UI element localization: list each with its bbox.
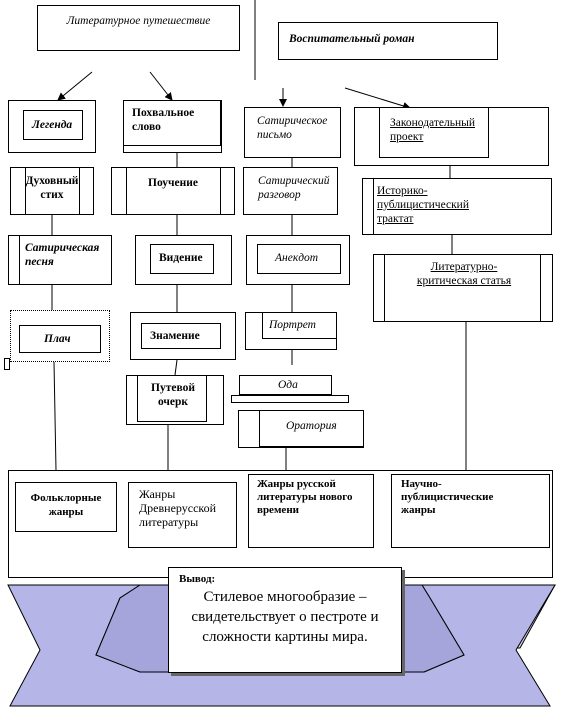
node-satirical-song-label: Сатирическая песня — [25, 242, 100, 268]
node-old-russian-label: Жанры Древнерусской литературы — [139, 487, 217, 529]
node-vision: Видение — [135, 235, 232, 285]
node-lament-label: Плач — [44, 333, 71, 345]
node-ode: Ода — [239, 375, 332, 395]
arrow-to-legislative — [344, 87, 411, 110]
node-critical-article-label: Литературно-критическая статья — [416, 261, 512, 287]
node-new-russian: Жанры русской литературы нового времени — [248, 474, 374, 548]
node-educational-novel: Воспитательный роман — [278, 22, 498, 60]
arrow-to-praise — [149, 71, 173, 101]
node-praise-inner: Похвальное слово — [124, 101, 221, 146]
node-critical-article: Литературно-критическая статья — [373, 254, 553, 322]
node-oratorio-inner: Оратория — [259, 411, 363, 447]
node-travel: Литературное путешествие — [37, 5, 240, 51]
node-teaching-label: Поучение — [148, 177, 198, 189]
conclusion-text: Стилевое многообразие – свидетельствует … — [191, 589, 379, 645]
node-folklore-label: Фольклорные жанры — [30, 492, 102, 518]
node-legend-label: Легенда — [32, 119, 73, 131]
node-teaching: Поучение — [111, 167, 235, 215]
node-folklore: Фольклорные жанры — [15, 482, 117, 532]
node-spiritual-verse: Духовный стих — [10, 167, 94, 215]
node-portrait-label: Портрет — [269, 319, 316, 331]
node-historical-treatise-label: Историко-публицистический трактат — [377, 185, 469, 225]
node-satirical-conversation-label: Сатирический разговор — [258, 175, 330, 201]
node-legislative-project-inner: Законодательный проект — [379, 108, 489, 158]
node-sign: Знамение — [130, 312, 236, 360]
node-portrait: Портрет — [245, 312, 337, 350]
node-spiritual-verse-label: Духовный стих — [25, 175, 79, 201]
arrow-to-legend — [57, 71, 93, 101]
node-legend-inner: Легенда — [23, 110, 83, 140]
node-travel-label: Литературное путешествие — [66, 15, 211, 27]
node-lament-inner: Плач — [19, 325, 101, 353]
conclusion-box: Вывод: Стилевое многообразие – свидетель… — [168, 567, 402, 673]
node-travel-essay: Путевой очерк — [126, 375, 224, 425]
node-vision-inner: Видение — [150, 244, 214, 274]
node-historical-treatise: Историко-публицистический трактат — [362, 178, 552, 235]
node-legend: Легенда — [8, 100, 96, 153]
node-lament: Плач — [10, 310, 110, 362]
node-oratorio: Оратория — [238, 410, 364, 448]
node-praise: Похвальное слово — [123, 100, 222, 153]
conclusion-label: Вывод: — [179, 573, 216, 585]
node-educational-novel-label: Воспитательный роман — [289, 33, 415, 45]
node-sign-label: Знамение — [150, 330, 200, 342]
node-legislative-project-label: Законодательный проект — [390, 117, 475, 143]
node-old-russian: Жанры Древнерусской литературы — [128, 482, 237, 548]
node-portrait-inner: Портрет — [262, 313, 336, 339]
node-satirical-conversation: Сатирический разговор — [243, 167, 338, 215]
node-anecdote-inner: Анекдот — [257, 244, 341, 274]
node-anecdote-label: Анекдот — [275, 252, 319, 264]
node-scientific: Научно-публицистические жанры — [391, 474, 550, 548]
node-satirical-letter: Сатирическое письмо — [244, 107, 341, 158]
node-legislative-project: Законодательный проект — [354, 107, 549, 166]
node-anecdote: Анекдот — [246, 235, 350, 285]
node-vision-label: Видение — [159, 252, 203, 264]
node-new-russian-label: Жанры русской литературы нового времени — [257, 478, 353, 516]
node-praise-label: Похвальное слово — [132, 107, 195, 133]
node-satirical-song: Сатирическая песня — [8, 235, 112, 285]
node-travel-essay-label: Путевой очерк — [151, 382, 195, 408]
node-ode-label: Ода — [278, 379, 298, 391]
node-satirical-letter-label: Сатирическое письмо — [257, 115, 328, 141]
node-travel-essay-inner: Путевой очерк — [137, 376, 207, 422]
node-scientific-label: Научно-публицистические жанры — [401, 478, 494, 516]
node-sign-inner: Знамение — [141, 323, 221, 349]
node-oratorio-label: Оратория — [286, 420, 337, 432]
